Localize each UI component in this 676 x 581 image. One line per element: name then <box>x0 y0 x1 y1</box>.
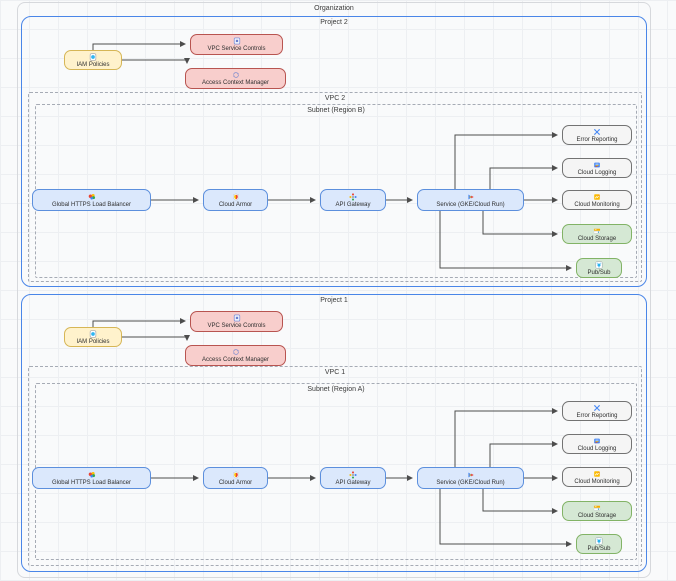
node-cloud-monitoring[interactable]: Cloud Monitoring <box>562 467 632 487</box>
node-access-context-manager[interactable]: Access Context Manager <box>185 68 286 89</box>
vpc-service-controls-icon <box>233 314 241 322</box>
node-label: VPC Service Controls <box>207 46 266 52</box>
node-cloud-armor[interactable]: Cloud Armor <box>203 467 268 489</box>
pubsub-icon <box>595 536 603 545</box>
cloud-armor-icon <box>232 471 240 479</box>
vpc-service-controls-icon <box>233 37 241 45</box>
node-label: Cloud Armor <box>218 479 253 486</box>
node-label: API Gateway <box>335 479 371 486</box>
node-global-https-load-balancer[interactable]: Global HTTPS Load Balancer <box>32 467 151 489</box>
node-label: Global HTTPS Load Balancer <box>51 479 132 486</box>
node-label: Cloud Logging <box>577 169 617 176</box>
node-service-gke-cloud-run[interactable]: Service (GKE/Cloud Run) <box>417 467 524 489</box>
vpc-1-label: VPC 1 <box>324 369 346 376</box>
error-reporting-icon <box>593 404 601 412</box>
node-cloud-monitoring[interactable]: Cloud Monitoring <box>562 190 632 210</box>
node-cloud-armor[interactable]: Cloud Armor <box>203 189 268 211</box>
node-label: Cloud Storage <box>577 235 617 242</box>
node-cloud-storage[interactable]: Cloud Storage <box>562 501 632 521</box>
project-2-label: Project 2 <box>320 19 348 26</box>
cloud-storage-icon <box>593 227 601 235</box>
node-label: Cloud Logging <box>577 445 617 452</box>
node-label: Cloud Monitoring <box>574 201 620 208</box>
api-gateway-icon <box>349 470 357 479</box>
node-access-context-manager[interactable]: Access Context Manager <box>185 345 286 366</box>
node-label: API Gateway <box>335 201 371 208</box>
cloud-logging-icon <box>593 161 601 169</box>
node-iam-policies[interactable]: IAM Policies <box>64 50 122 70</box>
node-cloud-logging[interactable]: Cloud Logging <box>562 158 632 178</box>
iam-icon <box>89 52 97 61</box>
node-vpc-service-controls[interactable]: VPC Service Controls <box>190 34 283 55</box>
node-label: Cloud Monitoring <box>574 478 620 485</box>
node-label: IAM Policies <box>76 61 110 68</box>
organization-label: Organization <box>314 5 354 12</box>
node-label: IAM Policies <box>76 338 110 345</box>
subnet-region-a-label: Subnet (Region A) <box>307 386 365 393</box>
api-gateway-icon <box>349 192 357 201</box>
node-label: Access Context Manager <box>201 357 270 363</box>
cloud-storage-icon <box>593 504 601 512</box>
access-context-manager-icon <box>232 71 240 79</box>
node-cloud-storage[interactable]: Cloud Storage <box>562 224 632 244</box>
cloud-monitoring-icon <box>593 193 601 201</box>
load-balancer-icon <box>88 193 96 201</box>
node-error-reporting[interactable]: Error Reporting <box>562 125 632 145</box>
vpc-2-label: VPC 2 <box>324 95 346 102</box>
cloud-armor-icon <box>232 193 240 201</box>
node-service-gke-cloud-run[interactable]: Service (GKE/Cloud Run) <box>417 189 524 211</box>
node-pub-sub[interactable]: Pub/Sub <box>576 534 622 554</box>
project-1-label: Project 1 <box>320 297 348 304</box>
node-api-gateway[interactable]: API Gateway <box>320 467 386 489</box>
node-label: Access Context Manager <box>201 80 270 86</box>
access-context-manager-icon <box>232 348 240 356</box>
node-label: Cloud Storage <box>577 512 617 519</box>
subnet-region-b-label: Subnet (Region B) <box>307 107 365 114</box>
iam-icon <box>89 329 97 338</box>
node-iam-policies[interactable]: IAM Policies <box>64 327 122 347</box>
load-balancer-icon <box>88 471 96 479</box>
error-reporting-icon <box>593 128 601 136</box>
node-vpc-service-controls[interactable]: VPC Service Controls <box>190 311 283 332</box>
node-label: Service (GKE/Cloud Run) <box>436 201 505 208</box>
node-cloud-logging[interactable]: Cloud Logging <box>562 434 632 454</box>
node-label: Pub/Sub <box>587 269 611 276</box>
cloud-logging-icon <box>593 437 601 445</box>
node-label: Error Reporting <box>576 412 618 419</box>
pubsub-icon <box>595 260 603 269</box>
cloud-run-icon <box>467 193 475 201</box>
node-pub-sub[interactable]: Pub/Sub <box>576 258 622 278</box>
cloud-monitoring-icon <box>593 470 601 478</box>
node-label: Global HTTPS Load Balancer <box>51 201 132 208</box>
node-global-https-load-balancer[interactable]: Global HTTPS Load Balancer <box>32 189 151 211</box>
node-label: Cloud Armor <box>218 201 253 208</box>
node-label: VPC Service Controls <box>207 323 266 329</box>
node-label: Pub/Sub <box>587 545 611 552</box>
node-api-gateway[interactable]: API Gateway <box>320 189 386 211</box>
node-label: Error Reporting <box>576 136 618 143</box>
node-error-reporting[interactable]: Error Reporting <box>562 401 632 421</box>
cloud-run-icon <box>467 471 475 479</box>
node-label: Service (GKE/Cloud Run) <box>436 479 505 486</box>
